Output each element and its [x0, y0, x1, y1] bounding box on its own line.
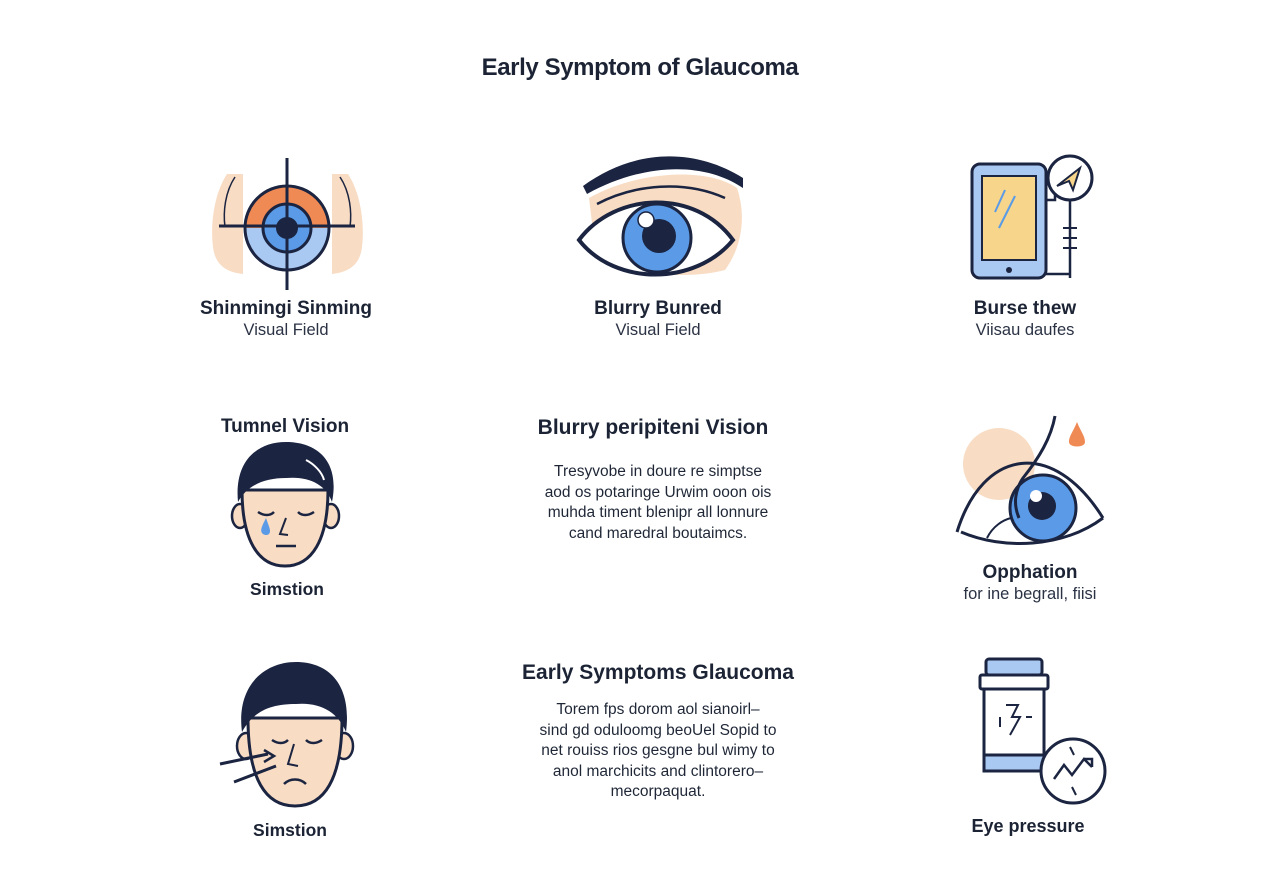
blurry-heading: Blurry Bunred [594, 298, 722, 319]
tunnel-vision-heading: Tumnel Vision [220, 416, 350, 437]
tunnel-vision-subtext: Simstion [250, 579, 324, 599]
opphation-heading: Opphation [982, 562, 1078, 583]
eye-drop-icon [955, 415, 1105, 545]
burse-heading: Burse thew [973, 298, 1077, 319]
blurry-subtext: Visual Field [615, 321, 701, 339]
body-line: Torem fps dorom aol sianoirl– [556, 701, 760, 718]
opphation-subtext: for ine begrall, fiisi [963, 585, 1097, 603]
body-line: Tresyvobe in doure re simptse [554, 463, 762, 480]
body-line: aod os potaringe Urwim ooon ois [544, 483, 772, 501]
body-line: cand maredral boutaimcs. [568, 524, 748, 542]
medicine-bottle-icon [978, 657, 1107, 805]
phone-screen-icon [970, 154, 1094, 280]
eye-pressure-heading: Eye pressure [971, 816, 1085, 836]
face-tear-icon [230, 442, 341, 568]
face-pain-icon [219, 662, 355, 808]
early-symptoms-heading: Early Symptoms Glaucoma [522, 661, 794, 684]
body-line: muhda timent blenipr all lonnure [547, 504, 769, 521]
page-title: Early Symptom of Glaucoma [481, 54, 799, 81]
blurry-peripheral-body: Tresyvobe in doure re simptse aod os pot… [453, 462, 863, 544]
visual-field-subtext: Visual Field [243, 321, 329, 339]
body-line: mecorpaquat. [610, 783, 706, 800]
early-symptoms-body: Torem fps dorom aol sianoirl– sind gd od… [453, 700, 863, 803]
blurry-peripheral-heading: Blurry peripiteni Vision [537, 416, 769, 439]
body-line: net rouiss rios gesgne bul wimy to [541, 742, 775, 759]
simstion-heading: Simstion [253, 820, 327, 840]
eye-icon [576, 156, 743, 277]
burse-subtext: Viisau daufes [975, 321, 1075, 339]
body-line: anol marchicits and clintorero– [552, 762, 764, 780]
visual-field-target-icon [212, 158, 363, 290]
body-line: sind gd oduloomg beoUel Sopid to [539, 721, 777, 739]
visual-field-heading: Shinmingi Sinming [199, 298, 373, 319]
